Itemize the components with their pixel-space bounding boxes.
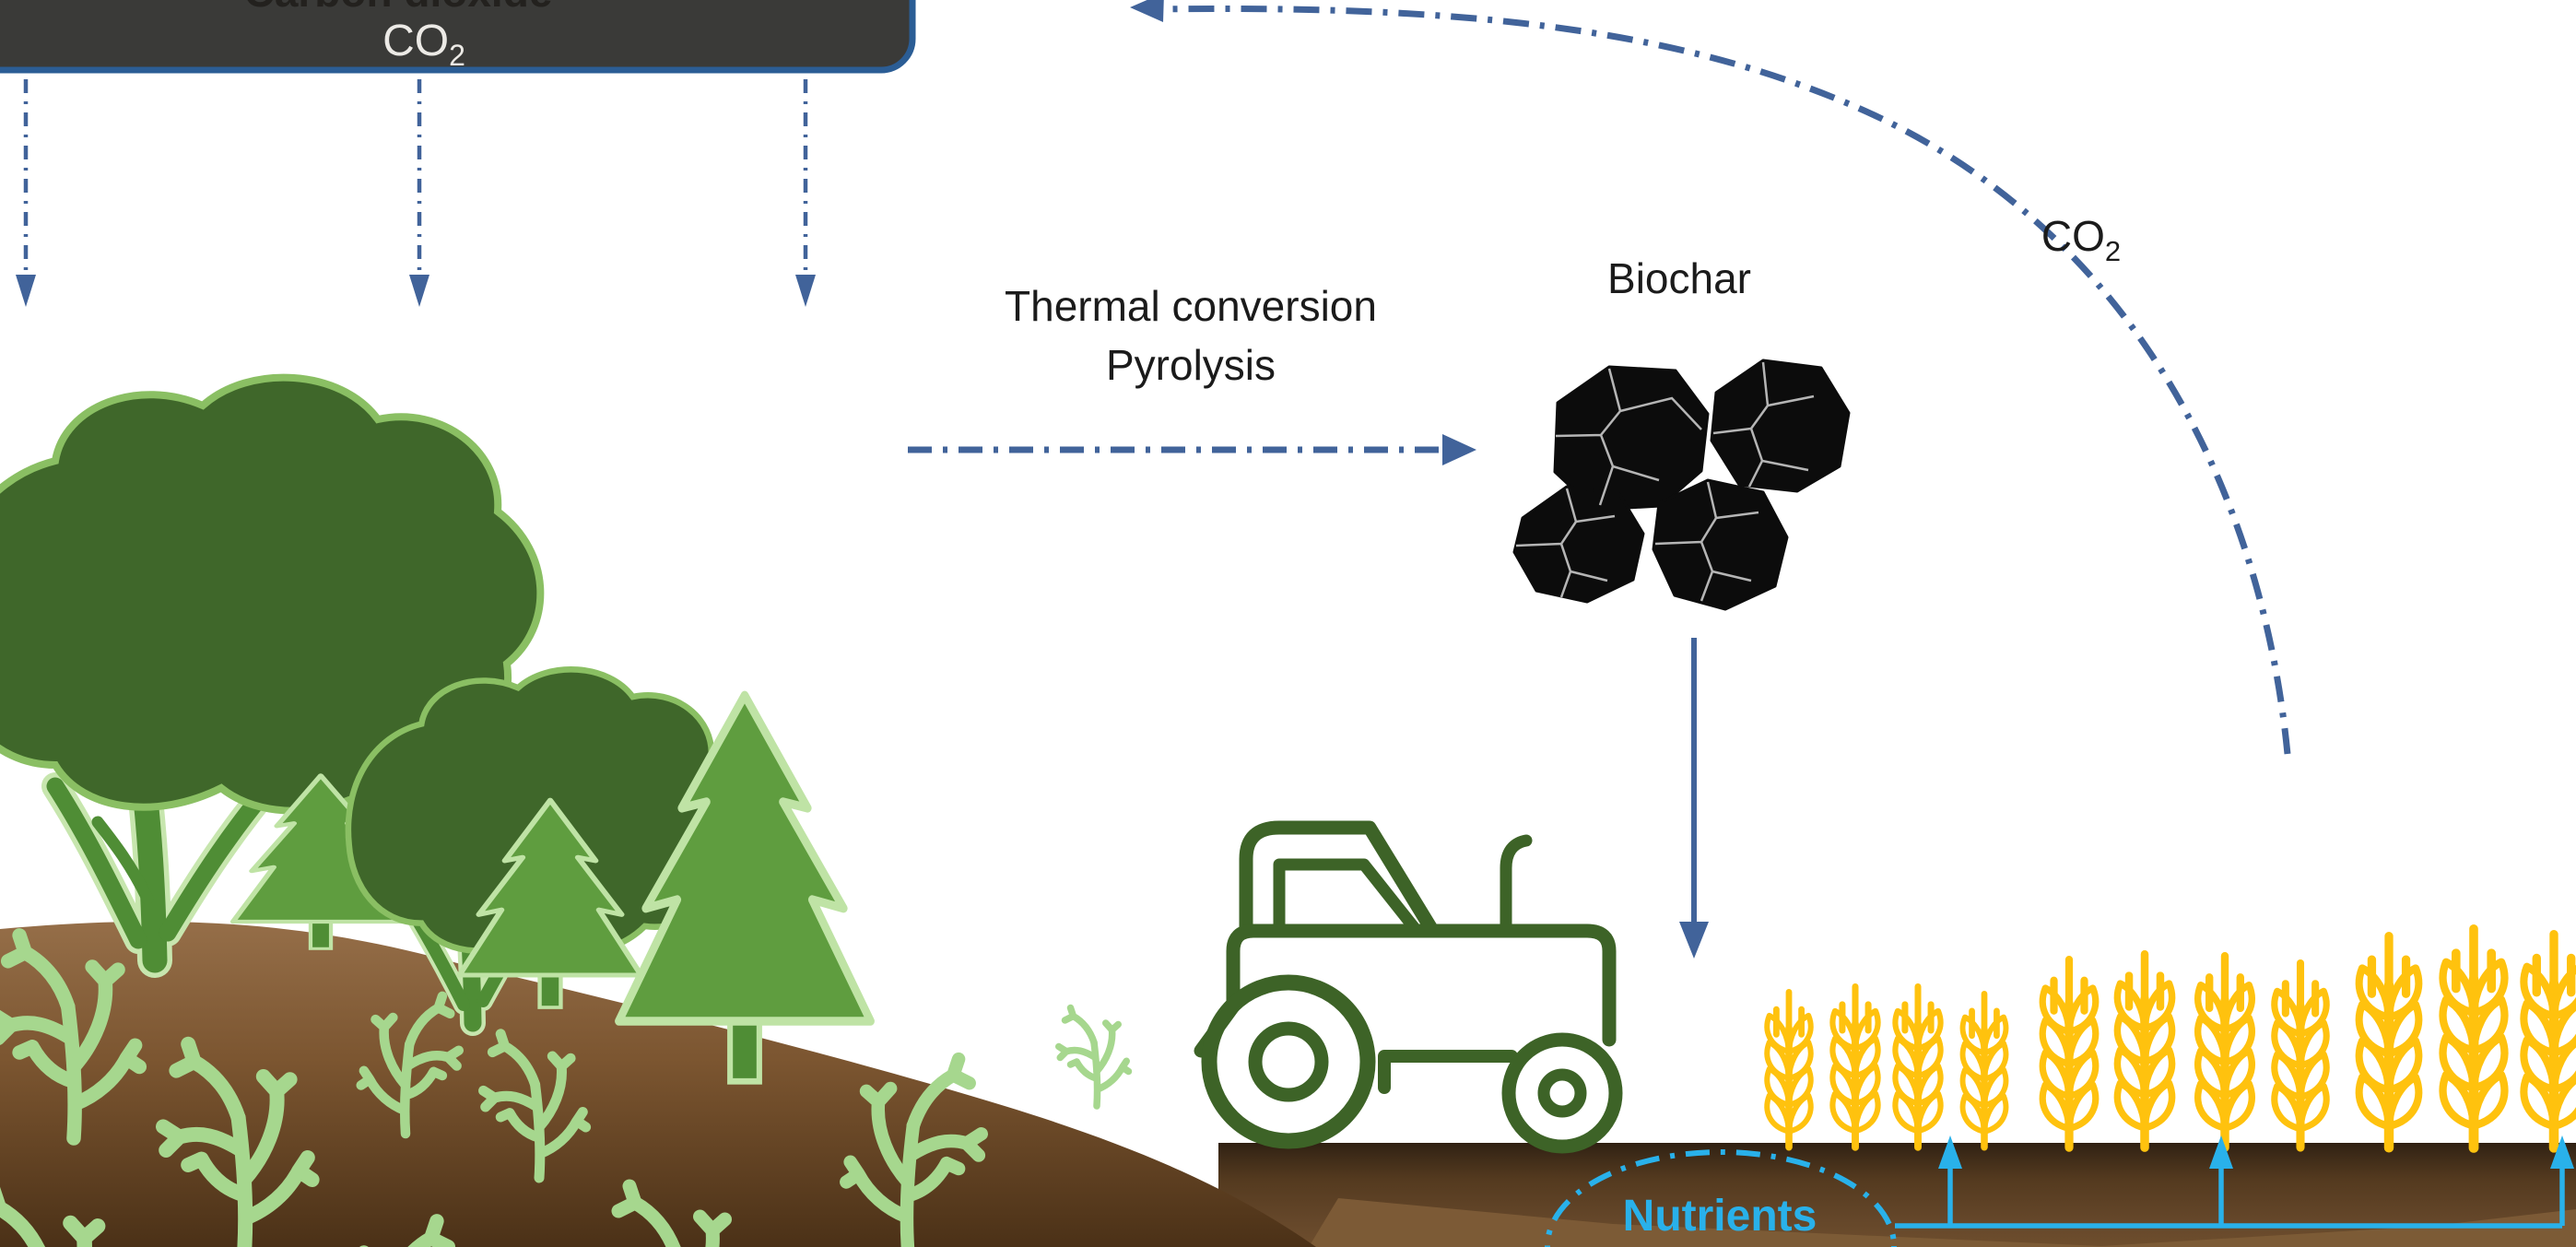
biochar-cracks [1515, 361, 1815, 602]
tractor-rear-wheel [1201, 974, 1376, 1149]
field-soil [1218, 1143, 2576, 1247]
box-top-cutoff-text: Carbon dioxide [244, 0, 553, 16]
pyrolysis-label-line2: Pyrolysis [1106, 341, 1276, 389]
soil-light-band [1309, 1198, 2576, 1247]
box-co2-label: CO2 [382, 17, 465, 72]
nutrient-uptake-arrows [1895, 1167, 2565, 1229]
wheat-stalk-icon [2443, 929, 2505, 1148]
co2-release-label: CO2 [2041, 212, 2121, 267]
tractor-front-wheel [1501, 1032, 1623, 1154]
wheat-stalk-icon [1767, 992, 1810, 1147]
wheat-stalk-icon [1832, 987, 1877, 1147]
co2-absorption-arrows [16, 79, 816, 307]
nutrient-arrowheads-icon [1938, 1135, 2574, 1169]
biochar-label: Biochar [1607, 254, 1751, 302]
pyrolysis-label-line1: Thermal conversion [1005, 282, 1377, 330]
tractor-icon [1194, 820, 1623, 1154]
wheat-stalk-icon [2117, 954, 2171, 1147]
wheat-stalk-icon [2198, 956, 2252, 1147]
deciduous-tree-large [0, 378, 540, 978]
biochar-application-arrow [1679, 638, 1709, 959]
forest-hill [0, 921, 1316, 1247]
wheat-stalk-icon [1963, 994, 2006, 1147]
nutrients-ellipse [1545, 1149, 1897, 1247]
nutrients-group: Nutrients [1545, 1135, 2574, 1247]
tractor-exhaust [1500, 834, 1533, 934]
co2-release-arc-arrow [1130, 0, 2291, 755]
application-arrowhead-icon [1679, 922, 1709, 959]
arc-arrowhead-icon [1130, 0, 1164, 22]
atmosphere-co2-box: Carbon dioxide CO2 [0, 0, 916, 74]
pyrolysis-arrow [908, 434, 1476, 465]
wheat-stalk-icon [2359, 936, 2419, 1148]
wheat-stalk-icon [2275, 963, 2326, 1147]
absorption-arrowheads-icon [16, 275, 816, 307]
tractor-axle [1378, 1050, 1518, 1094]
nutrients-label: Nutrients [1623, 1192, 1817, 1241]
pyrolysis-arrowhead-icon [1442, 434, 1476, 465]
wheat-stalk-icon [1895, 987, 1940, 1147]
biochar-chunks-icon [1512, 359, 1851, 611]
wheat-stalk-icon [2042, 959, 2095, 1147]
